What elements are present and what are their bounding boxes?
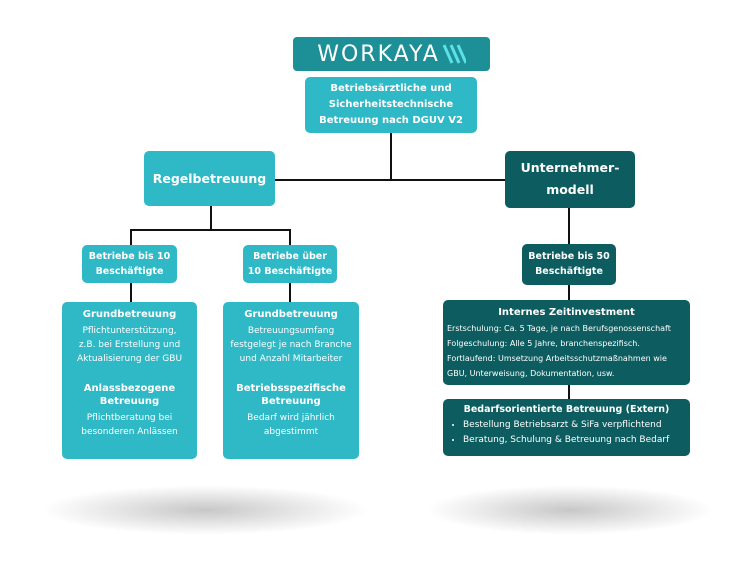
regelbetreuung-box: Regelbetreuung: [144, 151, 275, 206]
left-horizontal-line: [130, 229, 290, 231]
card-bis-10-text-1-line-2: z.B. bei Erstellung und: [78, 340, 181, 350]
unternehmermodell-line-2: modell: [546, 182, 594, 197]
label-ueber-10: Betriebe über 10 Beschäftigte: [243, 245, 337, 283]
card-ueber-10-text-2: Bedarf wird jährlich abgestimmt: [223, 411, 359, 439]
right-card-link-line: [568, 285, 570, 301]
workaya-logo: WORKAYA: [293, 37, 490, 71]
right-stem-line: [568, 208, 570, 244]
card-bis-10-heading-1: Grundbetreuung: [82, 309, 177, 320]
card-ueber-10-text-1-line-2: festgelegt je nach Branche: [230, 340, 352, 350]
card-ueber-10-heading-2-line-1: Betriebsspezifische: [236, 383, 346, 394]
card-bis-10-heading-2-line-2: Betreuung: [99, 396, 160, 407]
card-bis-10-text-1: Pflichtunterstützung, z.B. bei Erstellun…: [62, 324, 197, 366]
bedarfsorientierte-betreuung-item-1: Bestellung Betriebsarzt & SiFa verpflich…: [463, 418, 686, 433]
bedarfsorientierte-betreuung-heading: Bedarfsorientierte Betreuung (Extern): [463, 404, 670, 415]
internes-zeitinvestment-line-1: Erstschulung: Ca. 5 Tage, je nach Berufs…: [447, 324, 671, 333]
root-line-2: Sicherheitstechnische: [328, 99, 454, 110]
root-box: Betriebsärztliche und Sicherheitstechnis…: [305, 77, 477, 133]
label-bis-10-line-2: Beschäftigte: [95, 266, 164, 277]
card-ueber-10-text-1-line-1: Betreuungsumfang: [247, 326, 335, 336]
internes-zeitinvestment-line-3: Fortlaufend: Umsetzung Arbeitsschutzmaßn…: [447, 354, 667, 363]
internes-zeitinvestment-text: Erstschulung: Ca. 5 Tage, je nach Berufs…: [447, 321, 686, 381]
card-ueber-10-text-1: Betreuungsumfang festgelegt je nach Bran…: [223, 324, 359, 366]
left-drop-line-1: [130, 229, 132, 245]
card-bis-10-text-2: Pflichtberatung bei besonderen Anlässen: [62, 411, 197, 439]
logo-slashes-icon: [442, 44, 466, 64]
label-ueber-10-line-1: Betriebe über: [253, 251, 327, 262]
card-ueber-10-heading-1: Grundbetreuung: [244, 309, 338, 320]
label-ueber-10-line-2: 10 Beschäftigte: [247, 266, 333, 277]
card-ueber-10: Grundbetreuung Betreuungsumfang festgele…: [223, 302, 359, 459]
right-cards-link-line: [568, 385, 570, 399]
card-ueber-10-heading-2: Betriebsspezifische Betreuung: [223, 382, 359, 408]
card-bedarfsorientierte-betreuung: Bedarfsorientierte Betreuung (Extern) Be…: [443, 399, 690, 456]
card-ueber-10-text-1-line-3: und Anzahl Mitarbeiter: [239, 354, 343, 364]
left-stem-line: [210, 206, 212, 230]
unternehmermodell-line-1: Unternehmer-: [520, 160, 620, 175]
card-internes-zeitinvestment: Internes Zeitinvestment Erstschulung: Ca…: [443, 300, 690, 385]
main-horizontal-line: [275, 179, 505, 181]
card-ueber-10-text-2-line-2: abgestimmt: [263, 427, 319, 437]
card-bis-10-text-1-line-3: Aktualisierung der GBU: [76, 354, 183, 364]
label-bis-10: Betriebe bis 10 Beschäftigte: [82, 245, 177, 283]
label-bis-50: Betriebe bis 50 Beschäftigte: [522, 244, 616, 285]
card-bis-10: Grundbetreuung Pflichtunterstützung, z.B…: [62, 302, 197, 459]
card-bis-10-text-1-line-1: Pflichtunterstützung,: [82, 326, 177, 336]
card-link-line-2: [289, 283, 291, 303]
root-line-3: Betreuung nach DGUV V2: [319, 115, 463, 126]
left-ground-shadow: [40, 485, 370, 535]
label-bis-50-line-1: Betriebe bis 50: [528, 251, 610, 262]
card-bis-10-heading-2: Anlassbezogene Betreuung: [62, 382, 197, 408]
unternehmermodell-box: Unternehmer- modell: [505, 151, 635, 208]
card-bis-10-text-2-line-2: besonderen Anlässen: [81, 427, 178, 437]
card-link-line-1: [130, 283, 132, 303]
logo-wordmark: WORKAYA: [317, 41, 440, 67]
card-ueber-10-heading-2-line-2: Betreuung: [261, 396, 321, 407]
root-stem-line: [390, 133, 392, 180]
card-ueber-10-text-2-line-1: Bedarf wird jährlich: [247, 413, 335, 423]
internes-zeitinvestment-line-4: GBU, Unterweisung, Dokumentation, usw.: [447, 369, 615, 378]
label-bis-50-line-2: Beschäftigte: [535, 266, 603, 277]
card-bis-10-heading-2-line-1: Anlassbezogene: [83, 383, 176, 394]
internes-zeitinvestment-heading: Internes Zeitinvestment: [498, 307, 635, 318]
left-drop-line-2: [289, 229, 291, 245]
root-line-1: Betriebsärztliche und: [330, 83, 452, 94]
bedarfsorientierte-betreuung-list: Bestellung Betriebsarzt & SiFa verpflich…: [447, 418, 686, 448]
regelbetreuung-title: Regelbetreuung: [152, 171, 267, 186]
label-bis-10-line-1: Betriebe bis 10: [88, 251, 171, 262]
right-ground-shadow: [425, 485, 715, 535]
internes-zeitinvestment-line-2: Folgeschulung: Alle 5 Jahre, branchenspe…: [447, 339, 640, 348]
bedarfsorientierte-betreuung-item-2: Beratung, Schulung & Betreuung nach Beda…: [463, 433, 686, 448]
card-bis-10-text-2-line-1: Pflichtberatung bei: [86, 413, 173, 423]
